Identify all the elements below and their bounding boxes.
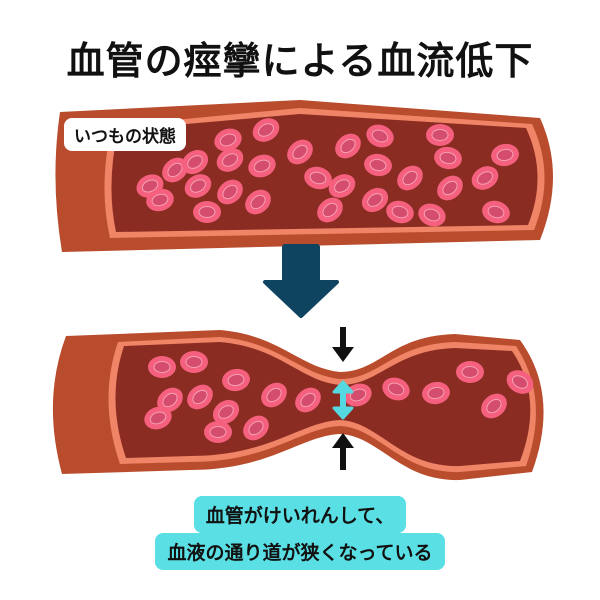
normal-state-label: いつもの状態	[64, 118, 186, 151]
red-blood-cell	[148, 356, 176, 378]
red-blood-cell	[162, 157, 188, 183]
red-blood-cell	[366, 124, 394, 148]
red-blood-cell	[426, 124, 454, 146]
red-blood-cell	[212, 399, 240, 425]
red-blood-cell	[335, 133, 361, 159]
red-blood-cell	[491, 143, 519, 167]
double-headed-arrow-icon	[332, 380, 354, 420]
normal-red-blood-cells	[136, 118, 519, 227]
page-title: 血管の痙攣による血流低下	[66, 39, 534, 83]
red-blood-cell	[397, 165, 423, 191]
red-blood-cell	[214, 128, 242, 152]
red-blood-cell	[506, 370, 534, 394]
red-blood-cell	[422, 381, 450, 405]
arrow-up-icon	[332, 433, 354, 470]
red-blood-cell	[252, 118, 280, 142]
red-blood-cell	[181, 149, 209, 175]
red-blood-cell	[248, 154, 276, 178]
red-blood-cell	[184, 174, 212, 198]
red-blood-cell	[434, 146, 462, 170]
red-blood-cell	[482, 200, 510, 224]
red-blood-cell	[471, 166, 499, 190]
caption-line-2: 血液の通り道が狭くなっている	[155, 533, 445, 570]
red-blood-cell	[243, 415, 269, 441]
red-blood-cell	[216, 148, 244, 172]
red-blood-cell	[187, 384, 213, 410]
red-blood-cell	[361, 187, 389, 213]
caption-line-1: 血管がけいれんして、	[193, 496, 407, 533]
red-blood-cell	[328, 174, 356, 198]
red-blood-cell	[261, 382, 287, 408]
red-blood-cell	[180, 351, 208, 373]
red-blood-cell	[304, 166, 332, 190]
red-blood-cell	[157, 387, 183, 413]
red-blood-cell	[456, 361, 484, 383]
red-blood-cell	[364, 153, 392, 177]
red-blood-cell	[386, 200, 414, 224]
red-blood-cell	[344, 383, 372, 407]
caption: 血管がけいれんして、 血液の通り道が狭くなっている	[0, 496, 600, 570]
red-blood-cell	[222, 368, 250, 392]
constricted-vessel	[52, 330, 544, 481]
red-blood-cell	[418, 203, 446, 227]
down-arrow-icon	[263, 244, 339, 318]
normal-vessel	[55, 100, 554, 252]
red-blood-cell	[204, 421, 232, 443]
red-blood-cell	[295, 387, 321, 413]
red-blood-cell	[217, 179, 243, 205]
red-blood-cell	[287, 139, 313, 165]
red-blood-cell	[245, 189, 271, 215]
red-blood-cell	[481, 393, 507, 419]
red-blood-cell	[146, 188, 174, 212]
constricted-red-blood-cells	[144, 351, 534, 443]
red-blood-cell	[193, 201, 221, 223]
red-blood-cell	[317, 197, 343, 223]
arrow-down-icon	[332, 327, 354, 362]
red-blood-cell	[144, 406, 172, 430]
red-blood-cell	[382, 377, 410, 401]
red-blood-cell	[437, 175, 463, 201]
